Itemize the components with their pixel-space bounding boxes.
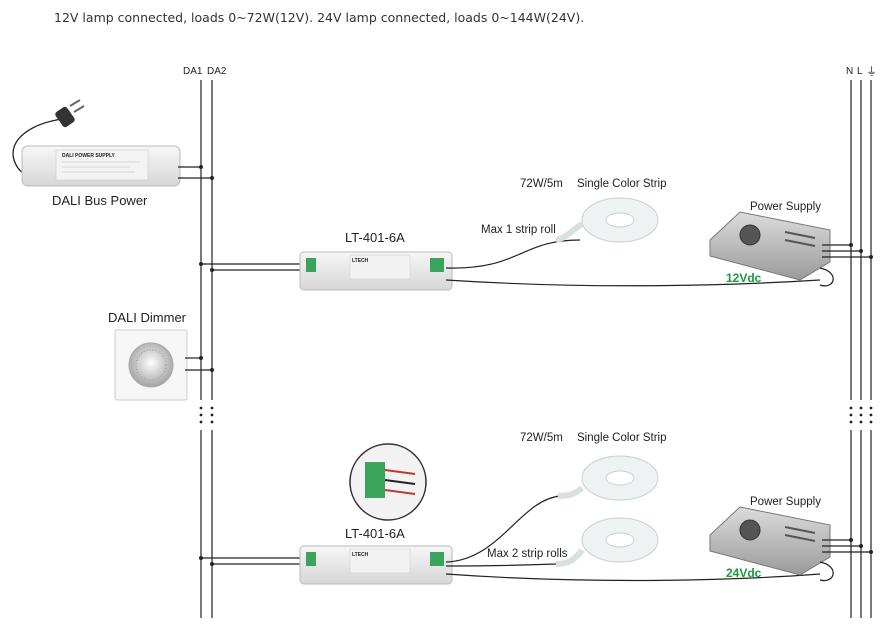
bottom-brand-text: LTECH (352, 552, 369, 558)
top-power-supply (709, 211, 831, 281)
top-circuit: LT-401-6A LTECH 72W/5m Single Color Stri… (199, 178, 873, 291)
da2-label: DA2 (207, 66, 227, 77)
bottom-voltage: 24Vdc (726, 566, 762, 580)
top-strip-power: 72W/5m (520, 178, 563, 190)
top-strip-type: Single Color Strip (577, 178, 666, 190)
da1-label: DA1 (183, 66, 203, 77)
dimmer-label: DALI Dimmer (108, 310, 187, 325)
dali-bus-power: DALI POWER SUPPLY DALI Bus Power (12, 99, 214, 208)
bottom-led-strip-roll-1 (557, 455, 659, 501)
bottom-controller-label: LT-401-6A (345, 526, 405, 541)
bus-power-label: DALI Bus Power (52, 193, 148, 208)
live-label: L (857, 66, 863, 77)
top-voltage: 12Vdc (726, 271, 762, 285)
top-psu-label: Power Supply (750, 201, 821, 213)
bottom-strip-power: 72W/5m (520, 432, 563, 444)
header-note: 12V lamp connected, loads 0~72W(12V). 24… (54, 10, 585, 25)
mains-bus: N L ⏚ (846, 65, 877, 618)
bottom-psu-label: Power Supply (750, 496, 821, 508)
bottom-led-strip-roll-2 (555, 517, 659, 567)
terminal-closeup (349, 443, 427, 521)
top-controller-label: LT-401-6A (345, 230, 405, 245)
ground-icon: ⏚ (866, 65, 877, 78)
top-strip-note: Max 1 strip roll (481, 224, 556, 236)
neutral-label: N (846, 66, 853, 77)
top-led-strip-roll (555, 197, 659, 243)
bottom-power-supply (709, 506, 831, 576)
bottom-strip-type: Single Color Strip (577, 432, 666, 444)
plug-icon (55, 99, 85, 128)
dali-dimmer: DALI Dimmer (108, 310, 214, 401)
dali-bus: DA1 DA2 (183, 66, 227, 618)
top-brand-text: LTECH (352, 258, 369, 264)
bus-power-device-text: DALI POWER SUPPLY (62, 153, 116, 159)
dimmer-knob-icon (128, 342, 174, 388)
bottom-circuit: LT-401-6A LTECH 72W/5m Single Color Stri… (199, 432, 873, 585)
bottom-strip-note: Max 2 strip rolls (487, 548, 568, 560)
